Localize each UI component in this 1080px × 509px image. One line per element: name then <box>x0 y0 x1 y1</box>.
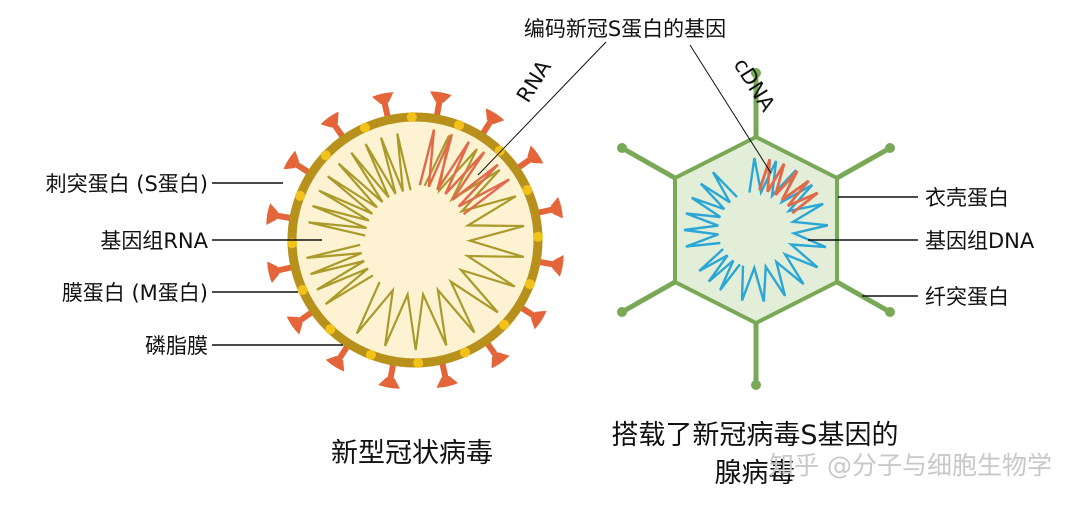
spike-head <box>266 203 278 225</box>
fiber-knob <box>751 68 761 78</box>
s-gene-cdna <box>758 158 819 215</box>
dna-genome-left <box>683 171 738 248</box>
label-capsid: 衣壳蛋白 <box>925 186 1009 210</box>
rna-genome-bottom <box>306 243 374 306</box>
spike-head <box>378 377 400 389</box>
m-protein <box>365 349 376 360</box>
spike-head <box>325 355 345 372</box>
m-protein <box>295 190 306 201</box>
m-protein <box>320 150 331 161</box>
watermark: 知乎 @分子与细胞生物学 <box>769 451 1052 480</box>
spike-head <box>320 111 339 128</box>
fiber-knob <box>885 143 895 153</box>
m-protein <box>359 122 370 133</box>
m-protein <box>499 319 510 330</box>
fiber-protein <box>835 145 892 181</box>
spike-head <box>527 145 544 164</box>
m-protein <box>325 324 336 335</box>
coronavirus-illustration <box>266 91 564 389</box>
m-protein <box>524 279 535 290</box>
fiber-protein <box>835 279 892 315</box>
rna-genome-left <box>308 133 412 237</box>
fiber-protein <box>620 145 677 181</box>
label-dna-genome: 基因组DNA <box>925 229 1035 253</box>
label-fiber: 纤突蛋白 <box>925 285 1009 309</box>
label-rna-genome: 基因组RNA <box>100 229 208 253</box>
label-m-protein: 膜蛋白 (M蛋白) <box>62 281 208 305</box>
fiber-protein <box>620 279 677 315</box>
fiber-knob <box>885 307 895 317</box>
rna-genome <box>355 134 525 351</box>
m-protein <box>494 145 505 156</box>
spike-head <box>436 375 458 388</box>
m-protein <box>454 120 465 131</box>
spike-head <box>372 92 394 105</box>
spike-head <box>550 197 563 219</box>
spike-head <box>530 310 547 330</box>
spike-head <box>552 255 564 277</box>
m-protein <box>532 231 543 242</box>
fiber-knob <box>617 307 627 317</box>
leader-lines <box>212 41 918 346</box>
spike-head <box>267 261 280 283</box>
m-protein <box>297 285 308 296</box>
spike-head <box>430 91 452 103</box>
top-label: 编码新冠S蛋白的基因 <box>524 17 726 41</box>
adenovirus-illustration <box>617 68 895 390</box>
fiber-knob <box>751 380 761 390</box>
spike-head <box>491 352 510 369</box>
spike-head <box>283 150 300 170</box>
label-membrane: 磷脂膜 <box>145 334 208 358</box>
dna-genome-bottom <box>698 248 741 291</box>
adenovirus-caption-line1: 搭载了新冠病毒S基因的 <box>611 420 898 451</box>
coronavirus-caption: 新型冠状病毒 <box>331 438 493 469</box>
dna-genome <box>740 157 829 302</box>
cdna-label: cDNA <box>729 54 780 116</box>
label-spike-protein: 刺突蛋白 (S蛋白) <box>46 172 208 196</box>
m-protein <box>413 357 424 368</box>
fiber-knob <box>617 143 627 153</box>
m-protein <box>522 184 533 195</box>
spike-head <box>485 108 505 125</box>
adenovirus-caption-line2: 腺病毒 <box>715 458 796 489</box>
m-protein <box>460 347 471 358</box>
m-protein <box>406 112 417 123</box>
leader-cdna <box>689 44 772 174</box>
spike-head <box>286 316 303 335</box>
leader-rna <box>477 41 607 176</box>
s-gene-rna <box>418 129 510 216</box>
rna-label: RNA <box>512 56 556 107</box>
